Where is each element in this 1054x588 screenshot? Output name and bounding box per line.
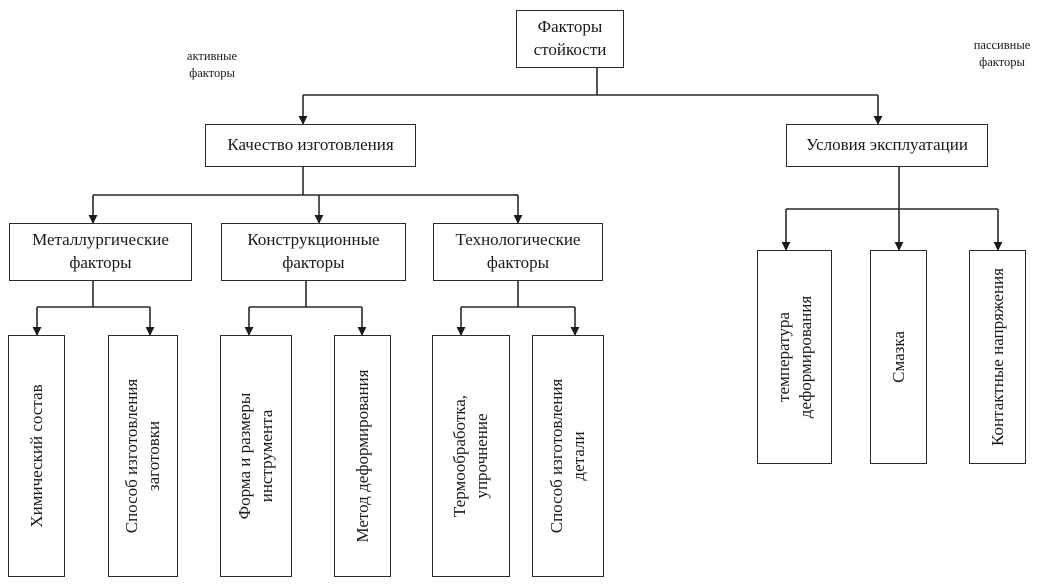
- connector-operation-bus: [786, 166, 998, 210]
- leaf-blank-method: Способ изготовления заготовки: [108, 335, 178, 577]
- passive-factors-label: пассивные факторы: [973, 38, 1031, 69]
- connector-root-bus: [303, 68, 878, 96]
- connector-metallurgical-bus: [37, 281, 150, 308]
- leaf-contact-stress: Контактные напряжения: [969, 250, 1026, 464]
- active-factors-label: активные факторы: [186, 49, 238, 80]
- quality-node: Качество изготовления: [205, 124, 416, 167]
- connector-quality-bus: [93, 166, 513, 196]
- leaf-deformation-method: Метод деформирования: [334, 335, 391, 577]
- connector-technological-bus: [461, 281, 575, 308]
- technological-node: Технологические факторы: [433, 223, 603, 281]
- leaf-heat-treatment: Термообработка, упрочнение: [432, 335, 510, 577]
- root-line1: Факторы: [537, 17, 603, 37]
- leaf-chemical-composition: Химический состав: [8, 335, 65, 577]
- operation-node: Условия эксплуатации: [786, 124, 988, 167]
- leaf-part-method: Способ изготовления детали: [532, 335, 604, 577]
- constructional-node: Конструкционные факторы: [221, 223, 406, 281]
- leaf-tool-shape: Форма и размеры инструмента: [220, 335, 292, 577]
- leaf-lubrication: Смазка: [870, 250, 927, 464]
- root-node: Факторы стойкости: [516, 10, 624, 68]
- connector-constructional-bus: [249, 281, 362, 308]
- root-line2: стойкости: [533, 40, 607, 59]
- metallurgical-node: Металлургические факторы: [9, 223, 192, 281]
- leaf-deformation-temperature: температура деформирования: [757, 250, 832, 464]
